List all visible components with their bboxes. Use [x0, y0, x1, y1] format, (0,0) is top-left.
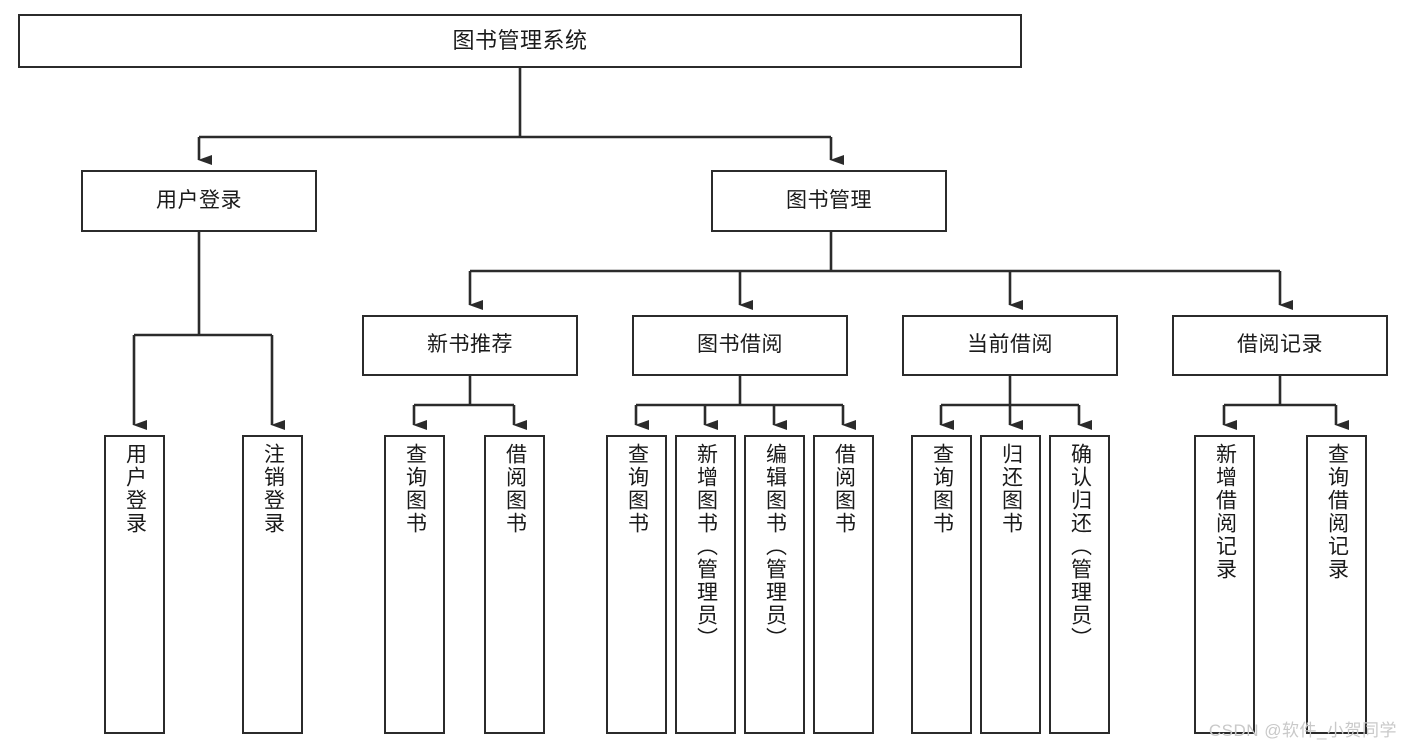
leaf-confirm-return-label: 确认归还（管理员） — [1068, 443, 1092, 650]
leaf-borrow-book-1[interactable]: 借阅图书 — [484, 435, 545, 734]
node-root-system-label: 图书管理系统 — [452, 28, 588, 54]
leaf-query-book-1[interactable]: 查询图书 — [384, 435, 445, 734]
leaf-edit-book[interactable]: 编辑图书（管理员） — [744, 435, 805, 734]
node-book-borrow[interactable]: 图书借阅 — [632, 315, 848, 376]
leaf-query-book-2[interactable]: 查询图书 — [606, 435, 667, 734]
node-borrow-record-label: 借阅记录 — [1237, 333, 1323, 357]
leaf-query-book-2-label: 查询图书 — [625, 443, 649, 535]
node-current-borrow-label: 当前借阅 — [967, 333, 1053, 357]
leaf-add-record[interactable]: 新增借阅记录 — [1194, 435, 1255, 734]
leaf-logout-login[interactable]: 注销登录 — [242, 435, 303, 734]
leaf-query-book-3[interactable]: 查询图书 — [911, 435, 972, 734]
node-book-borrow-label: 图书借阅 — [697, 333, 783, 357]
node-borrow-record[interactable]: 借阅记录 — [1172, 315, 1388, 376]
leaf-borrow-book-2[interactable]: 借阅图书 — [813, 435, 874, 734]
node-current-borrow[interactable]: 当前借阅 — [902, 315, 1118, 376]
leaf-borrow-book-1-label: 借阅图书 — [503, 443, 527, 535]
node-user-login[interactable]: 用户登录 — [81, 170, 317, 232]
leaf-user-login-label: 用户登录 — [123, 443, 147, 535]
leaf-user-login[interactable]: 用户登录 — [104, 435, 165, 734]
node-new-book-recommend-label: 新书推荐 — [427, 333, 513, 357]
leaf-query-record[interactable]: 查询借阅记录 — [1306, 435, 1367, 734]
leaf-edit-book-label: 编辑图书（管理员） — [763, 443, 787, 650]
node-book-management-label: 图书管理 — [786, 188, 872, 212]
node-user-login-label: 用户登录 — [156, 188, 242, 212]
leaf-query-book-3-label: 查询图书 — [930, 443, 954, 535]
leaf-add-record-label: 新增借阅记录 — [1213, 443, 1237, 581]
leaf-borrow-book-2-label: 借阅图书 — [832, 443, 856, 535]
leaf-query-book-1-label: 查询图书 — [403, 443, 427, 535]
leaf-query-record-label: 查询借阅记录 — [1325, 443, 1349, 581]
leaf-return-book[interactable]: 归还图书 — [980, 435, 1041, 734]
leaf-return-book-label: 归还图书 — [999, 443, 1023, 535]
node-book-management[interactable]: 图书管理 — [711, 170, 947, 232]
leaf-logout-login-label: 注销登录 — [261, 443, 285, 535]
leaf-add-book-label: 新增图书（管理员） — [694, 443, 718, 650]
leaf-add-book[interactable]: 新增图书（管理员） — [675, 435, 736, 734]
node-root-system[interactable]: 图书管理系统 — [18, 14, 1022, 68]
leaf-confirm-return[interactable]: 确认归还（管理员） — [1049, 435, 1110, 734]
node-new-book-recommend[interactable]: 新书推荐 — [362, 315, 578, 376]
